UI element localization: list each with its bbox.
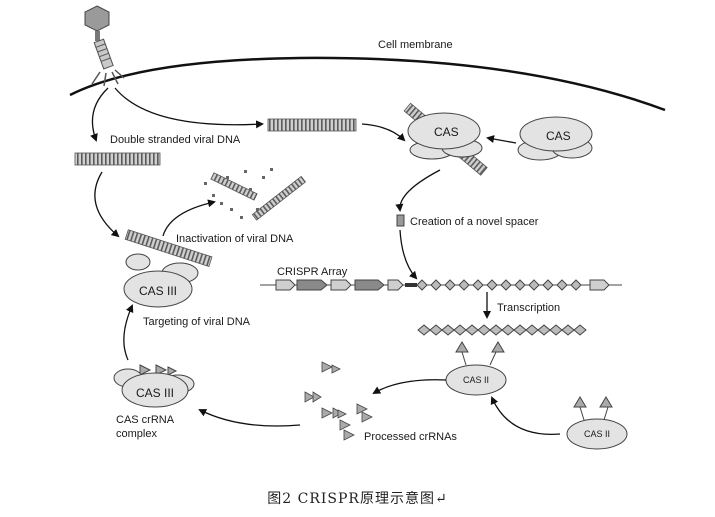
arrow-to-dna-left	[90, 87, 109, 142]
cas-protein-icon	[403, 102, 488, 176]
arrow-to-cas	[361, 123, 406, 142]
label-targeting: Targeting of viral DNA	[143, 316, 251, 328]
crispr-diagram: Cell membrane Double stranded viral DNA	[69, 5, 666, 450]
label-inactivation: Inactivation of viral DNA	[176, 233, 294, 245]
arrow-to-dna-right	[114, 87, 264, 129]
crrna-icon	[417, 324, 587, 336]
cas-protein-icon	[566, 396, 628, 450]
label-transcription: Transcription	[497, 302, 560, 314]
arrow-to-inactivation	[162, 199, 216, 237]
arrow-processed-to-complex	[198, 409, 301, 427]
arrow-spacer-to-array	[399, 229, 418, 280]
cas3-upper-label: CAS III	[139, 284, 177, 298]
cas-protein-icon	[445, 341, 507, 396]
label-processed: Processed crRNAs	[364, 431, 457, 443]
arrow-complex-to-targeting	[123, 304, 134, 361]
figure-caption: 图2 CRISPR原理示意图↵	[267, 491, 448, 507]
dna-helix-icon	[267, 118, 357, 132]
dna-helix-icon	[74, 152, 161, 166]
bacteriophage-icon	[84, 5, 125, 87]
dna-helix-icon	[204, 168, 307, 221]
label-cell-membrane: Cell membrane	[378, 39, 453, 51]
label-novel-spacer: Creation of a novel spacer	[410, 216, 539, 228]
cas2-left-label: CAS II	[463, 375, 489, 385]
arrow-to-spacer	[395, 169, 441, 212]
crispr-array	[275, 279, 610, 291]
label-double-stranded: Double stranded viral DNA	[110, 134, 241, 146]
label-complex-line2: complex	[116, 428, 157, 440]
cas2-right-label: CAS II	[584, 429, 610, 439]
cas3-lower-label: CAS III	[136, 386, 174, 400]
crrna-icon	[304, 361, 373, 441]
arrow-cas2-right-to-left	[490, 396, 561, 436]
cas-right-label: CAS	[546, 129, 571, 143]
crispr-spacer-icon	[396, 214, 405, 227]
arrow-dna-to-targeting	[94, 171, 120, 238]
cas-top-label: CAS	[434, 125, 459, 139]
arrow-cas-right-to-top	[486, 135, 517, 144]
cas-protein-icon	[113, 364, 195, 408]
cas-protein-icon	[123, 229, 213, 308]
arrow-to-processed	[372, 379, 447, 394]
cas-protein-icon	[517, 116, 593, 161]
label-complex-line1: CAS crRNA	[116, 414, 175, 426]
label-crispr-array: CRISPR Array	[277, 266, 348, 278]
cell-membrane	[69, 56, 666, 112]
